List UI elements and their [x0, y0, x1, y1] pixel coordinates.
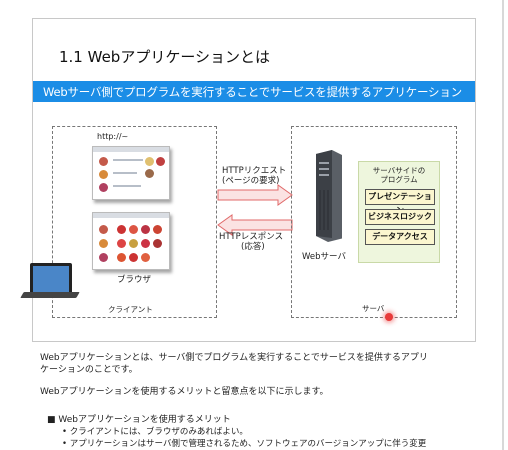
response-arrow-icon: [217, 214, 293, 236]
program-title: サーバサイドの プログラム: [372, 166, 426, 184]
benefit-item-1: • クライアントには、ブラウザのみあればよい。: [62, 427, 248, 437]
pointer-highlight: [385, 313, 393, 321]
server-machine-icon: [316, 150, 342, 242]
web-server-label: Webサーバ: [302, 252, 346, 262]
banner-text: Webサーバ側でプログラムを実行することでサービスを提供するアプリケーション: [43, 85, 462, 99]
slide-title: 1.1 Webアプリケーションとは: [59, 48, 271, 66]
client-area: [52, 126, 217, 318]
benefits-intro: Webアプリケーションを使用するメリットと留意点を以下に示します。: [40, 387, 329, 397]
intro-paragraph: Webアプリケーションとは、サーバ側でプログラムを実行することでサービスを提供す…: [40, 353, 428, 375]
data-access-layer: データアクセス: [365, 229, 435, 245]
browser-screenshot-top: [92, 146, 170, 200]
server-label: サーバ: [362, 304, 385, 313]
request-label: HTTPリクエスト: [222, 166, 287, 176]
client-label: クライアント: [108, 305, 153, 314]
browser-label: ブラウザ: [117, 275, 152, 285]
presentation-layer: プレゼンテーション: [365, 189, 435, 215]
url-label: http://~: [97, 132, 129, 141]
response-label: HTTPレスポンス: [219, 232, 284, 242]
benefits-heading: ■ Webアプリケーションを使用するメリット: [47, 415, 231, 425]
title-banner: Webサーバ側でプログラムを実行することでサービスを提供するアプリケーション: [33, 81, 475, 102]
program-panel: サーバサイドの プログラム プレゼンテーション ビジネスロジック データアクセス: [358, 161, 440, 263]
benefit-item-2: • アプリケーションはサーバ側で管理されるため、ソフトウェアのバージョンアップに…: [62, 439, 427, 449]
browser-screenshot-bottom: [92, 212, 170, 270]
request-sub-label: (ページの要求): [222, 176, 280, 186]
business-logic-layer: ビジネスロジック: [365, 209, 435, 225]
laptop-base: [20, 292, 80, 298]
request-arrow-icon: [217, 184, 293, 206]
laptop-icon: [30, 263, 72, 295]
server-area: [291, 126, 457, 318]
response-sub-label: (応答): [241, 242, 265, 252]
scrollbar[interactable]: [502, 0, 504, 450]
